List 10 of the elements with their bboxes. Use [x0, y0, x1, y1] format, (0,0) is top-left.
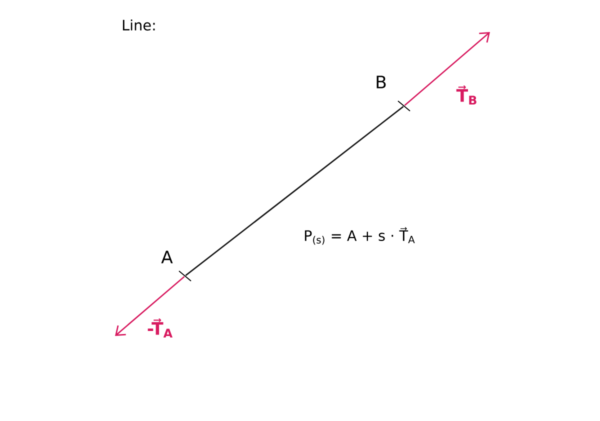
tick-mark	[398, 100, 410, 112]
formula: P$_{(s)}$ = A + s · T⃗$_{A}$	[304, 227, 415, 245]
arrow	[404, 32, 490, 106]
title: Line:	[122, 19, 155, 31]
tick-mark	[178, 270, 192, 282]
point-label: B	[376, 76, 386, 88]
edge-label: -T⃗$_{A}$	[148, 318, 173, 338]
point-label: A	[161, 250, 173, 264]
edge-label: T⃗$_{B}$	[456, 85, 476, 105]
arrow	[115, 276, 185, 336]
